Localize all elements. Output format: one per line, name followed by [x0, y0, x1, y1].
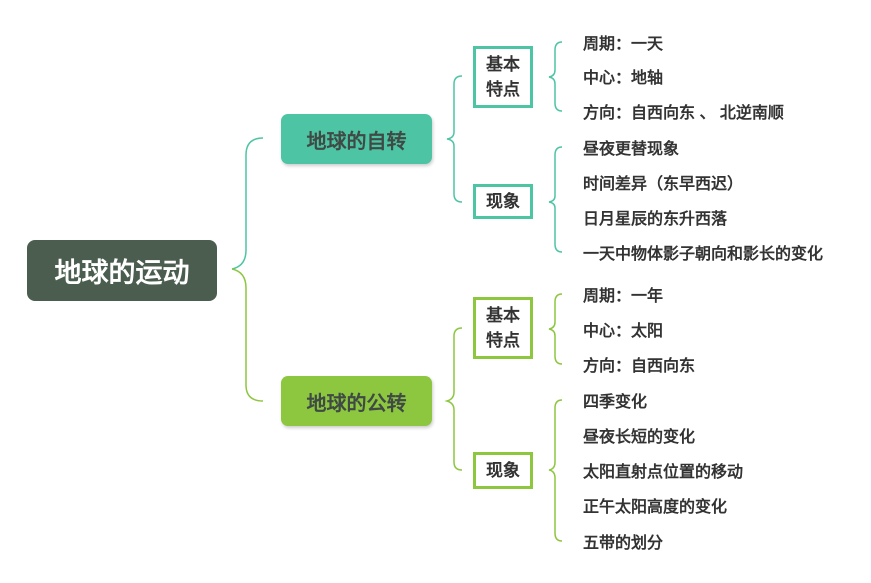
root-bracket-top [231, 137, 264, 270]
leaf-item[interactable]: 周期：一天 [583, 36, 664, 53]
leaf-item[interactable]: 周期：一年 [583, 288, 664, 305]
branch-revolution[interactable]: 地球的公转 [281, 376, 432, 426]
leaf-item[interactable]: 中心：太阳 [583, 323, 664, 340]
revolution-basic-features[interactable]: 基本 特点 [473, 297, 533, 359]
leaf-item[interactable]: 四季变化 [583, 394, 648, 411]
leaf-item[interactable]: 日月星辰的东升西落 [583, 211, 728, 228]
leaf-item[interactable]: 方向：自西向东 、 北逆南顺 [583, 105, 784, 122]
root-node[interactable]: 地球的运动 [27, 240, 217, 301]
leaf-item[interactable]: 昼夜长短的变化 [583, 429, 696, 446]
leaf-item[interactable]: 太阳直射点位置的移动 [583, 464, 744, 481]
root-bracket-bottom [231, 268, 264, 402]
leaf-item[interactable]: 正午太阳高度的变化 [583, 499, 728, 516]
revolution-phenomena[interactable]: 现象 [473, 452, 533, 489]
leaf-item[interactable]: 昼夜更替现象 [583, 141, 680, 158]
b2-bracket [444, 327, 463, 471]
b1g1-bracket [548, 41, 563, 112]
rotation-phenomena[interactable]: 现象 [473, 184, 533, 219]
leaf-item[interactable]: 方向：自西向东 [583, 358, 696, 375]
branch-rotation[interactable]: 地球的自转 [281, 114, 432, 164]
b2g2-bracket [548, 399, 563, 542]
leaf-item[interactable]: 中心：地轴 [583, 70, 664, 87]
b1g2-bracket [548, 146, 563, 253]
leaf-item[interactable]: 五带的划分 [583, 535, 664, 552]
rotation-basic-features[interactable]: 基本 特点 [473, 46, 533, 108]
b2g1-bracket [548, 293, 563, 365]
leaf-item[interactable]: 时间差异（东早西迟） [583, 176, 744, 193]
b1-bracket [446, 75, 463, 203]
leaf-item[interactable]: 一天中物体影子朝向和影长的变化 [583, 246, 824, 263]
